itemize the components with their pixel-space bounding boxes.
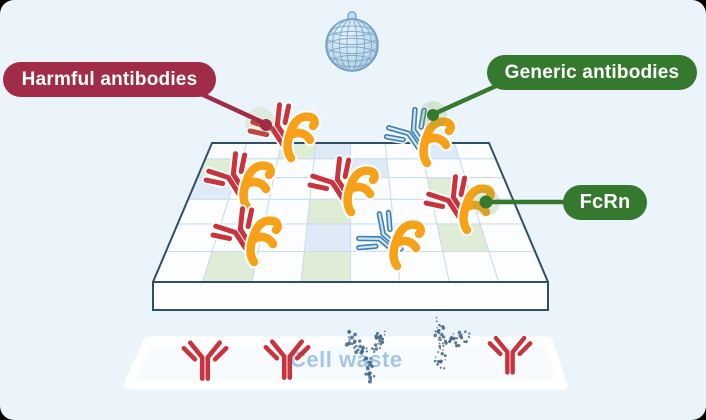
harmful-antibodies-label: Harmful antibodies — [3, 62, 216, 97]
callout-pointers — [196, 83, 566, 216]
plate-front-edge — [152, 281, 549, 311]
cell-waste-label: Cell waste — [290, 347, 403, 372]
mesh-sphere-icon — [325, 11, 379, 72]
fcrn-label-text: FcRn — [579, 191, 631, 213]
generic-callout-line — [433, 83, 499, 116]
fcrn-callout-dot — [479, 195, 493, 209]
dissolving-antibody-1 — [344, 329, 386, 384]
harmful-antibodies-label-text: Harmful antibodies — [21, 68, 198, 90]
harmful-callout-dot — [260, 119, 272, 131]
harmful-callout-line — [196, 90, 265, 125]
generic-callout-dot — [427, 109, 439, 121]
fcrn-label: FcRn — [563, 185, 647, 220]
generic-antibodies-label: Generic antibodies — [487, 55, 697, 90]
cell-waste-tray: Cell waste — [123, 316, 568, 390]
plate-outline — [152, 142, 549, 283]
tray-outline — [123, 336, 568, 390]
generic-antibodies-label-text: Generic antibodies — [504, 61, 680, 83]
dissolving-antibody-2 — [433, 316, 471, 370]
